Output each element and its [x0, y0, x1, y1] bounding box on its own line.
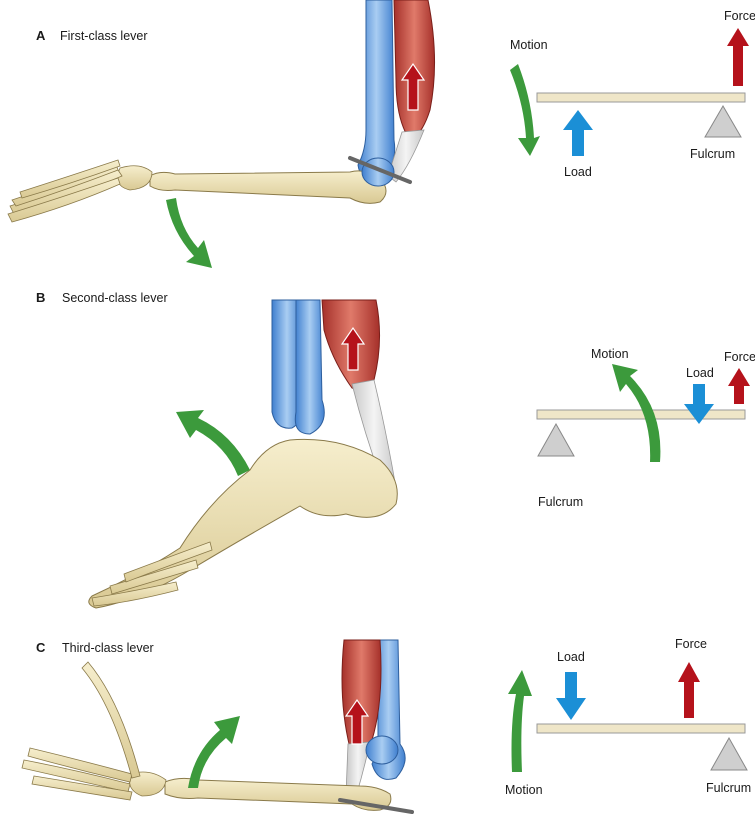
lever-schematic-c: Fulcrum Load Force Motion: [505, 637, 751, 797]
humerus-bone: [357, 0, 396, 181]
fulcrum-label: Fulcrum: [706, 781, 751, 795]
fibula-bone: [294, 299, 325, 435]
load-arrow-icon: [556, 672, 586, 720]
load-label: Load: [686, 366, 714, 380]
load-arrow-icon: [684, 384, 714, 424]
fulcrum-triangle-icon: [710, 736, 748, 771]
pivot-pin: [348, 156, 412, 184]
force-arrow-icon: [400, 62, 426, 111]
panel-letter: B: [36, 290, 45, 305]
force-arrow-icon: [678, 662, 700, 718]
force-arrow-icon: [340, 326, 366, 371]
force-arrow-icon: [344, 698, 370, 745]
motion-arrow-icon: [166, 198, 212, 268]
fulcrum-triangle-icon: [537, 422, 575, 457]
tendon: [387, 129, 425, 183]
arm-illustration: [21, 639, 414, 814]
load-label: Load: [557, 650, 585, 664]
panel-a: A First-class lever: [7, 0, 755, 268]
pivot-pin: [338, 798, 414, 814]
panel-letter: C: [36, 640, 46, 655]
motion-arrow-icon: [510, 64, 540, 156]
force-arrow-icon: [727, 28, 749, 86]
panel-c: C Third-class lever: [21, 637, 751, 814]
panel-title: Second-class lever: [62, 291, 168, 305]
panel-letter: A: [36, 28, 46, 43]
lever-schematic-b: Fulcrum Load Force Motion: [536, 347, 755, 509]
lever-bar: [536, 92, 746, 103]
motion-arrow-icon: [188, 716, 240, 788]
fulcrum-label: Fulcrum: [690, 147, 735, 161]
motion-arrow-icon: [508, 670, 532, 772]
lever-schematic-a: Fulcrum Load Force Motion: [510, 9, 755, 179]
panel-b: B Second-class lever Fulc: [36, 290, 755, 609]
motion-arrow-icon: [176, 410, 250, 476]
elbow-joint: [365, 735, 399, 765]
panel-title: Third-class lever: [62, 641, 154, 655]
foot-illustration: [88, 299, 398, 609]
panel-title: First-class lever: [60, 29, 148, 43]
lever-bar: [536, 409, 746, 420]
force-label: Force: [724, 9, 755, 23]
motion-label: Motion: [510, 38, 548, 52]
toe-bones: [91, 541, 213, 607]
lever-bar: [536, 723, 746, 734]
hand-bones: [21, 661, 167, 801]
hand-bones: [7, 159, 153, 223]
force-label: Force: [675, 637, 707, 651]
fulcrum-triangle-icon: [704, 105, 742, 138]
motion-label: Motion: [591, 347, 629, 361]
forearm-bone: [149, 170, 387, 204]
arm-illustration: [7, 0, 436, 223]
motion-label: Motion: [505, 783, 543, 797]
force-label: Force: [724, 350, 755, 364]
fulcrum-label: Fulcrum: [538, 495, 583, 509]
load-label: Load: [564, 165, 592, 179]
load-arrow-icon: [563, 110, 593, 156]
force-arrow-icon: [728, 368, 750, 404]
motion-arrow-icon: [612, 364, 661, 462]
